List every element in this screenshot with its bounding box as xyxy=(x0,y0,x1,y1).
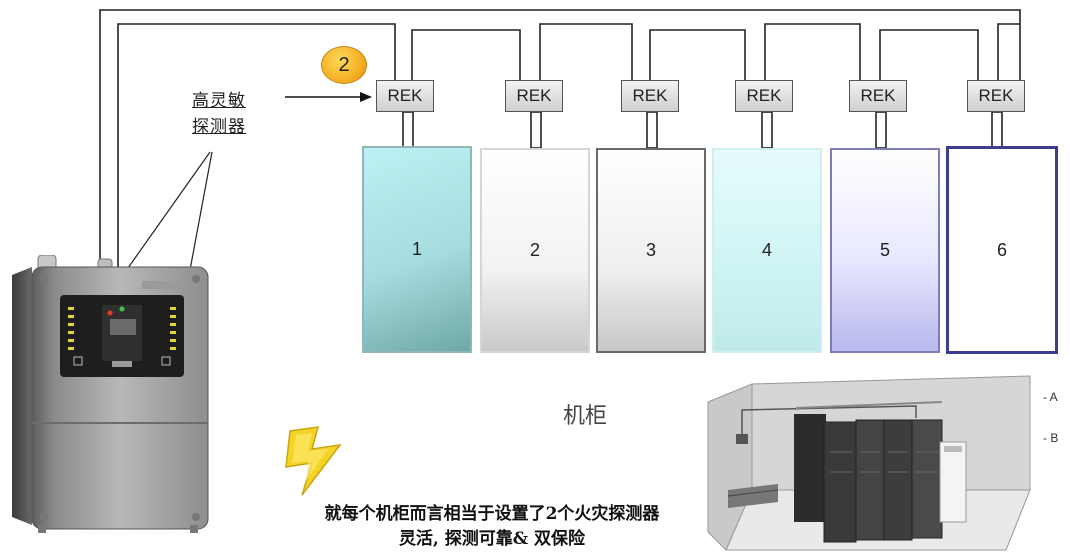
pipe-tap-2 xyxy=(539,23,633,80)
cabinet-number: 3 xyxy=(645,240,656,260)
note-line1: 就每个机柜而言相当于设置了2个火灾探测器 xyxy=(324,504,660,524)
rek-stub-2 xyxy=(530,111,542,149)
rek-stub-3 xyxy=(646,111,658,149)
cabinet-4: 4 xyxy=(712,148,822,353)
step-badge-number: 2 xyxy=(338,53,350,76)
rek-unit-2: REK xyxy=(505,80,563,112)
room-legend-a: - A xyxy=(1043,390,1058,404)
room-legend-b: - B xyxy=(1043,431,1059,445)
cabinet-number: 4 xyxy=(761,240,772,260)
cabinet-3: 3 xyxy=(596,148,706,353)
detector-label-line1: 高灵敏 xyxy=(192,91,246,110)
lightning-icon xyxy=(285,426,342,496)
cabinet-number: 6 xyxy=(996,239,1007,260)
detector-label-line2: 探测器 xyxy=(192,117,246,136)
rek-stub-6 xyxy=(991,111,1003,149)
step-badge: 2 xyxy=(321,46,367,84)
rek-unit-4: REK xyxy=(735,80,793,112)
note-line2: 灵活, 探测可靠& 双保险 xyxy=(398,529,586,549)
rek-unit-1: REK xyxy=(376,80,434,112)
pointer-line-left xyxy=(127,151,211,269)
cabinet-number: 2 xyxy=(529,240,540,260)
rek-stub-1 xyxy=(402,111,414,149)
pipe-tap-4 xyxy=(764,23,861,80)
cabinet-number: 1 xyxy=(411,239,422,259)
rek-unit-5: REK xyxy=(849,80,907,112)
cabinet-caption: 机柜 xyxy=(563,403,608,428)
cabinet-number: 5 xyxy=(879,240,890,260)
pointer-line-right xyxy=(189,151,213,271)
cabinet-2: 2 xyxy=(480,148,590,353)
rek-stub-5 xyxy=(875,111,887,149)
rek-unit-6: REK xyxy=(967,80,1025,112)
control-panel-image xyxy=(12,255,209,533)
outer-pipe xyxy=(99,9,1021,268)
cabinet-6: 6 xyxy=(946,146,1058,354)
pipe-tap-3 xyxy=(649,29,746,80)
pipe-tap-1 xyxy=(411,29,521,80)
cabinet-5: 5 xyxy=(830,148,940,353)
inner-pipe xyxy=(117,23,396,268)
pipe-tap-5 xyxy=(879,29,979,80)
server-room-image xyxy=(707,375,1031,551)
cabinet-1: 1 xyxy=(362,146,472,353)
rek-stub-4 xyxy=(761,111,773,149)
detector-arrowhead xyxy=(360,92,372,102)
pipe-tap-6 xyxy=(997,23,1020,80)
rek-unit-3: REK xyxy=(621,80,679,112)
